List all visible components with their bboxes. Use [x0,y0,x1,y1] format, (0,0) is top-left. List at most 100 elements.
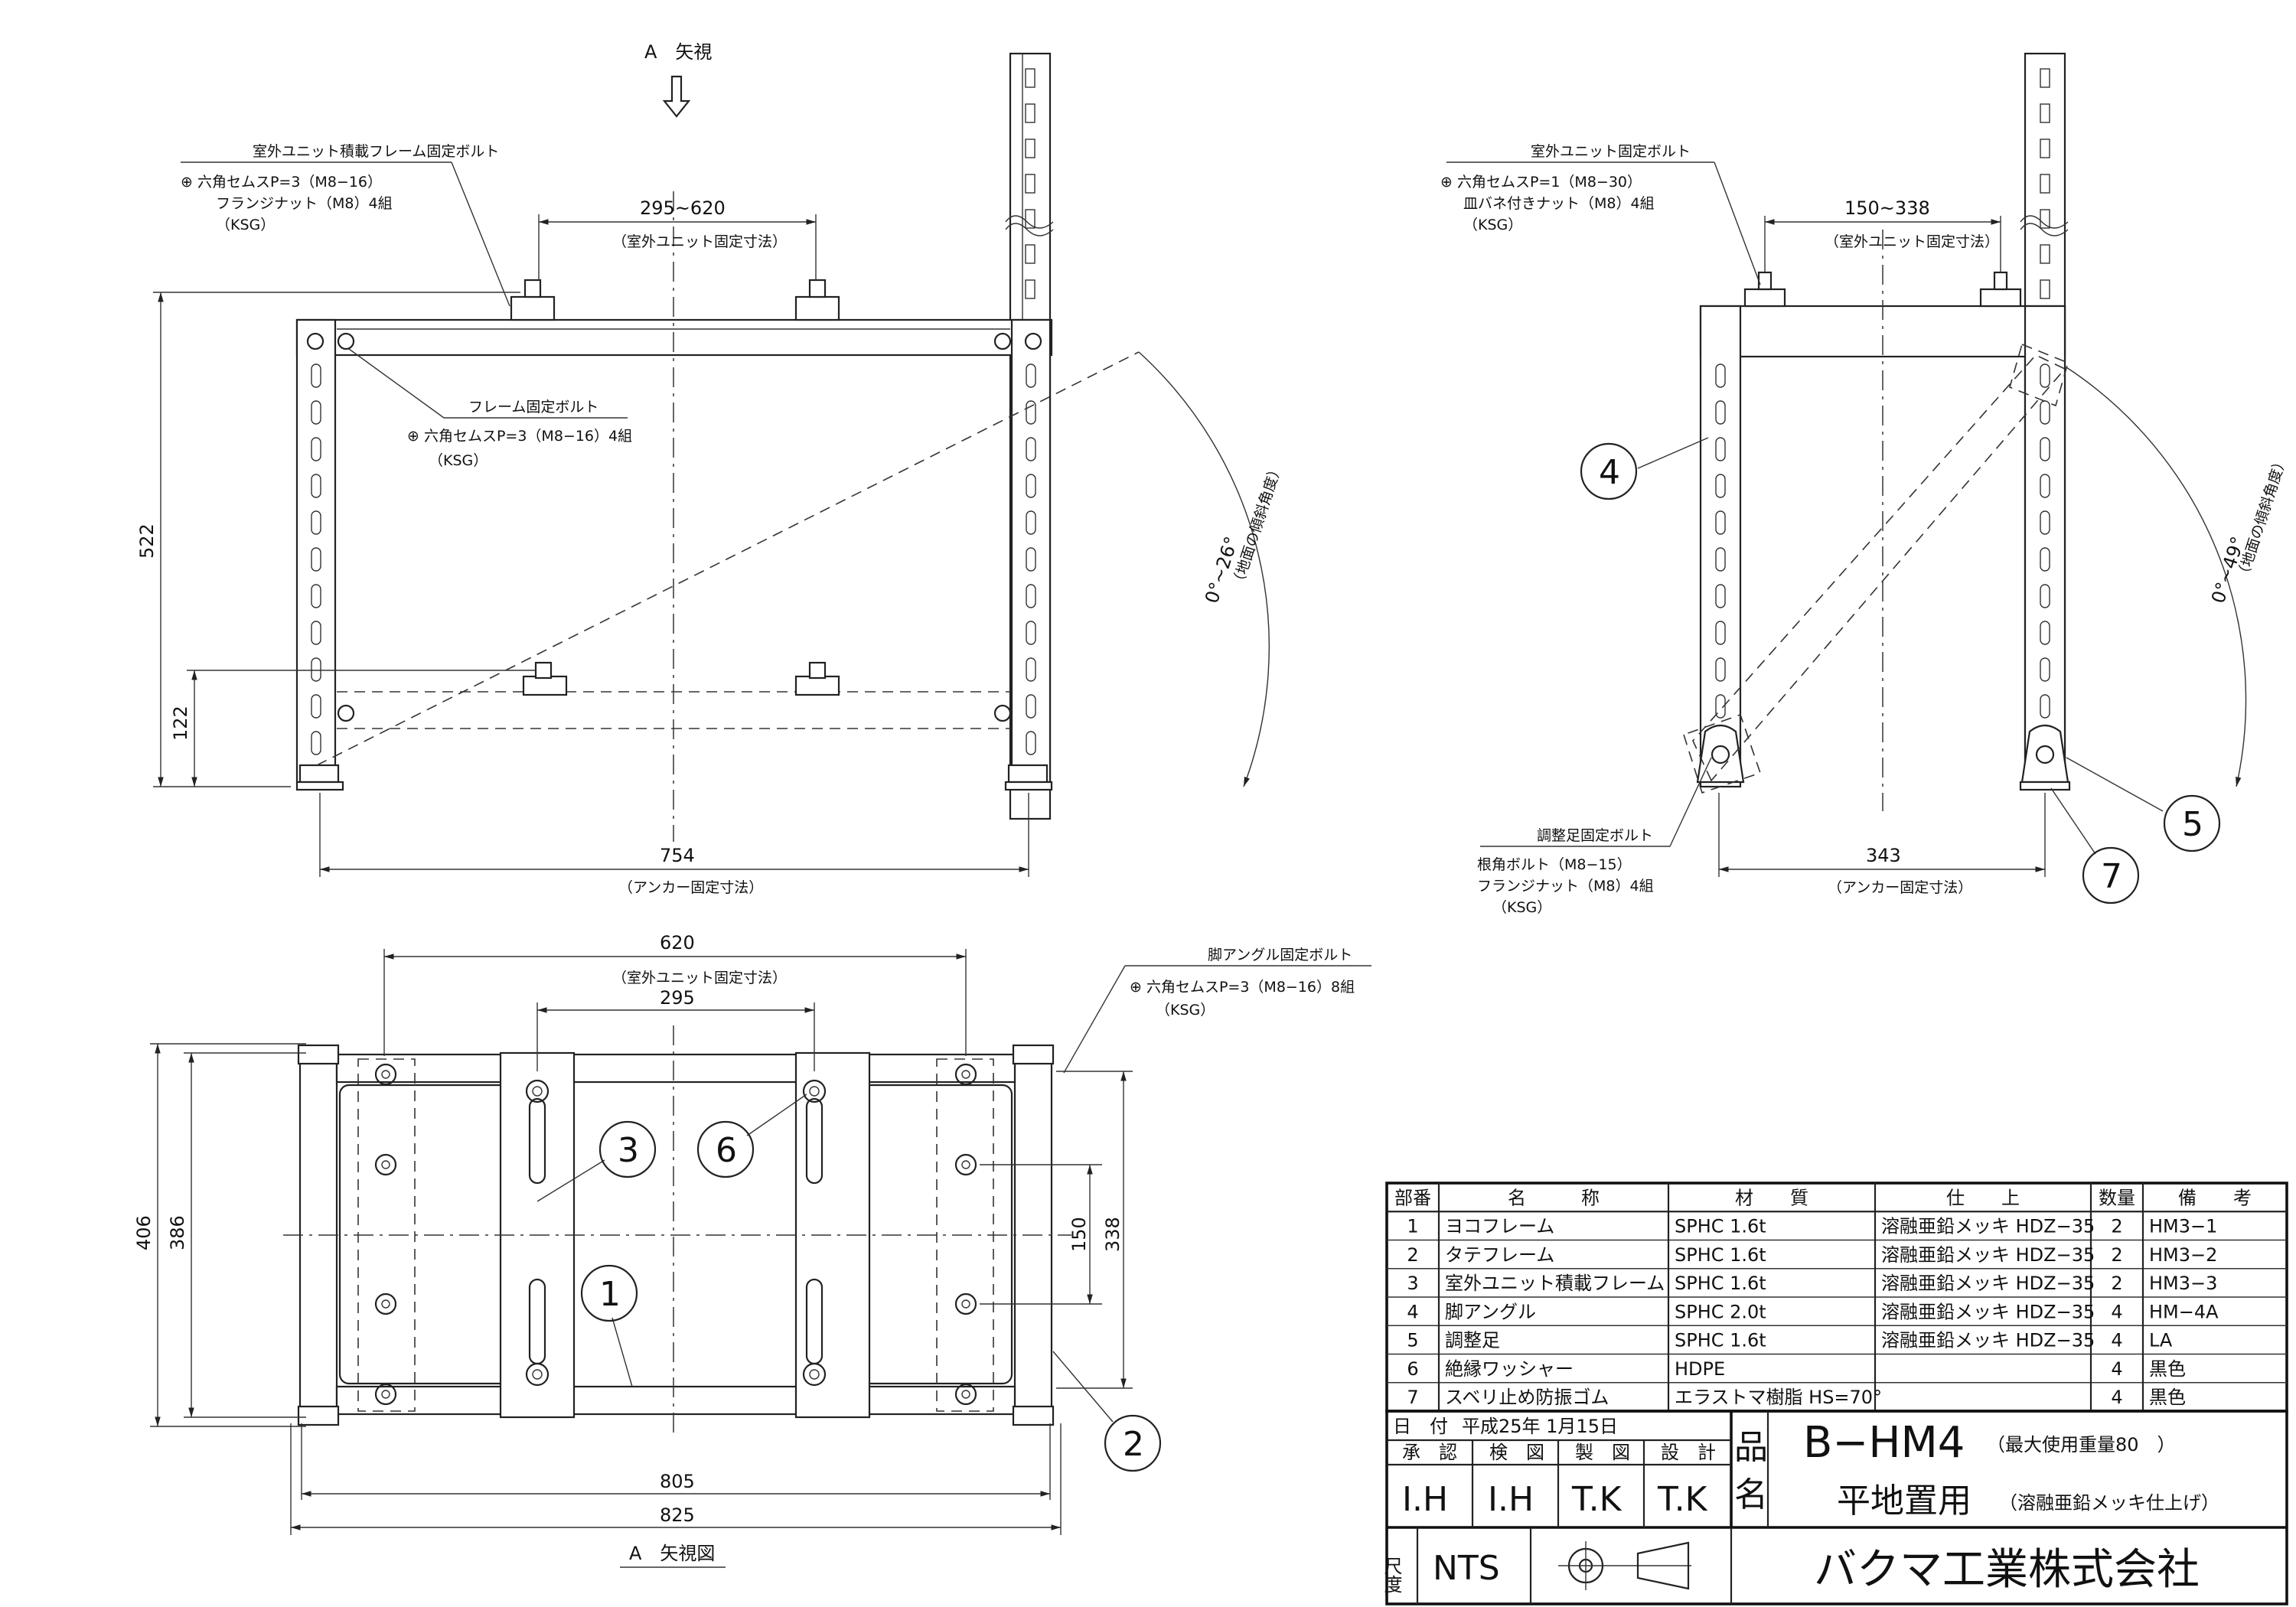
post-slot [2040,437,2050,461]
post-slot [311,474,321,498]
post-slot [1026,547,1036,572]
mount-slot [805,1097,823,1185]
side-angle-note: （地面の傾斜角度） [2234,453,2291,582]
role-draw: 製 図 [1575,1442,1630,1463]
table-cell: タテフレーム [1445,1244,1554,1266]
post-slot [1026,474,1036,498]
post-slot [1026,731,1036,755]
scale-value: NTS [1433,1549,1500,1588]
table-cell: 2 [2111,1216,2122,1237]
post-slot [311,547,321,572]
adjust-foot-right [1007,764,1049,784]
unit-bolt-note-title: 室外ユニット積載フレーム固定ボルト [253,143,499,160]
table-cell: 溶融亜鉛メッキ HDZ−35 [1881,1273,2095,1294]
plan-slots [297,1044,1055,1426]
leg-bolt-block [297,1405,340,1426]
post-slot [1715,694,1726,719]
svg-text:7: 7 [2101,857,2122,896]
bolt-icon [954,1383,977,1406]
side-left-post [1699,305,1742,788]
post-slot [311,621,321,645]
post-slot [311,363,321,388]
table-cell: 4 [2111,1358,2122,1380]
table-cell: 4 [2111,1387,2122,1408]
plan-dim-338: 338 [1102,1217,1124,1252]
svg-text:6: 6 [716,1131,737,1170]
post-slot [2040,244,2050,264]
table-header-cell: 材 質 [1735,1187,1808,1208]
post-slot [1026,437,1036,461]
usage: 平地置用 [1837,1482,1971,1521]
title-block: 日 付 平成25年 1月15日 承 認 検 図 製 図 設 計 I.H I.H … [1381,1410,2288,1605]
plan-dim-620: 620 [660,932,695,953]
date-value: 平成25年 1月15日 [1462,1416,1618,1437]
side-unit-bolt-title: 室外ユニット固定ボルト [1531,143,1691,160]
table-cell: 黒色 [2149,1387,2186,1408]
bolt-icon [954,1153,977,1176]
table-header-cell: 名 称 [1508,1187,1600,1208]
post-slot [1025,174,1035,194]
post-slot [2040,174,2050,194]
plan-bottom-frame [335,1385,1016,1416]
post-slot [1025,68,1035,88]
dim-unit-label: （室外ユニット固定寸法） [612,233,787,250]
scale-label: 尺度 [1381,1556,1402,1593]
post-slot [1025,103,1035,123]
table-cell: 5 [1407,1330,1418,1351]
plan-top-frame [335,1053,1016,1084]
table-cell: 2 [2111,1244,2122,1266]
post-slot [1715,621,1726,645]
adjust-foot-left [298,764,340,784]
side-dim-unit-label: （室外ユニット固定寸法） [1825,233,1999,250]
bolt-icon [525,1079,550,1103]
post-slot [311,510,321,535]
side-right-post [2024,305,2066,788]
post-slot [1715,363,1726,388]
unit-bolt-note-line2: フランジナット（M8）4組 [216,195,393,212]
plan-view: 620 （室外ユニット固定寸法） 295 406 386 150 338 805 [133,932,1371,1568]
dim-unit-range: 295~620 [640,197,726,219]
table-cell: 6 [1407,1358,1418,1380]
table-header-cell: 数量 [2099,1187,2135,1208]
table-cell: 脚アングル [1445,1301,1536,1322]
balloon-7: 7 [2082,846,2140,905]
leg-bolt-block [297,1044,340,1065]
plan-caption: A 矢視図 [629,1543,715,1564]
post-slot [2040,279,2050,299]
post-slots [311,68,1036,755]
table-cell: HM3−2 [2149,1244,2217,1266]
top-horizontal-frame [295,318,1053,357]
balloon-4: 4 [1580,442,1638,500]
post-slot [311,400,321,425]
balloon-5: 5 [2163,794,2221,852]
table-header-cell: 備 考 [2178,1187,2252,1208]
break-mark [1005,215,1054,229]
balloon-6: 6 [696,1120,755,1178]
table-cell: 4 [2111,1330,2122,1351]
unit-bolt-note-line3: （KSG） [216,217,275,233]
svg-text:3: 3 [618,1131,639,1170]
post-slot [1026,657,1036,682]
svg-text:5: 5 [2182,805,2203,844]
rubber-pad-right [1004,781,1053,791]
side-dim-anchor-label: （アンカー固定寸法） [1828,879,1972,896]
post-slot [1025,279,1035,299]
frame-bolt-note-line1: ⊕ 六角セムスP=3（M8−16）4組 [407,428,632,445]
adjust-note-line1: 根角ボルト（M8−15） [1477,856,1632,873]
post-slot [2040,139,2050,158]
balloon-1: 1 [580,1264,638,1322]
angle-arc [1138,351,1270,787]
hin-label: 品 [1734,1428,1768,1467]
date-label: 日 付 [1393,1416,1448,1437]
leg-bolt-note-line1: ⊕ 六角セムスP=3（M8−16）8組 [1130,979,1355,996]
table-cell: SPHC 2.0t [1675,1301,1766,1322]
svg-text:1: 1 [599,1275,621,1314]
plan-dim-406: 406 [133,1215,155,1250]
lower-bracket-left [522,661,568,696]
table-cell: エラストマ樹脂 HS=70° [1675,1387,1882,1408]
unit-bolt-bracket-right [794,279,840,321]
post-slot [2040,584,2050,608]
plan-dim-825: 825 [660,1504,695,1526]
post-slot [1026,400,1036,425]
